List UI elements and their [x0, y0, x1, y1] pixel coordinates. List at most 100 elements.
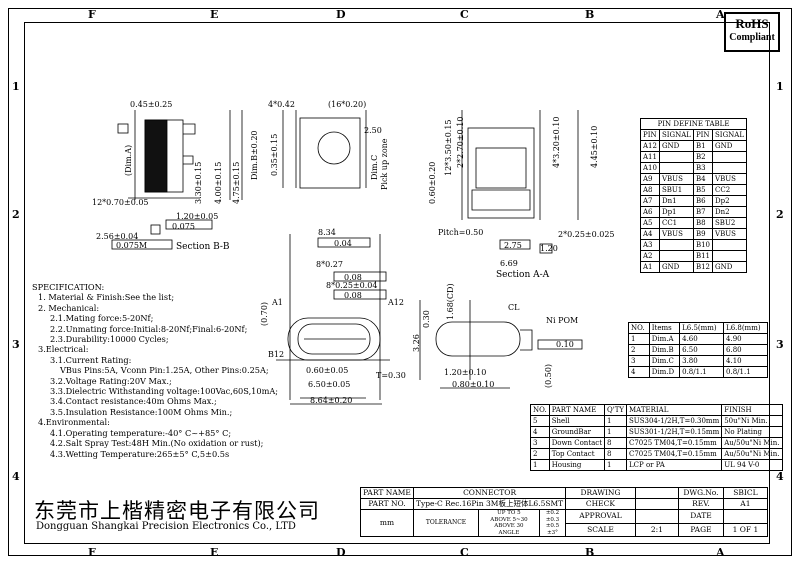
dim-row-cell: Dim.D	[648, 366, 681, 378]
unit-value: mm	[360, 509, 414, 537]
pin-label: B12	[268, 350, 285, 359]
part-row-cell: Top Contact	[548, 448, 606, 460]
dim-label: 2.56±0.04	[96, 232, 139, 241]
dim-label: 1.20±0.05	[176, 212, 219, 221]
dim-label: 1.68(CD)	[446, 283, 455, 320]
dim-label: 0.075	[172, 222, 195, 231]
part-row-cell: GroundBar	[548, 426, 606, 438]
dim-row-cell: 6.80	[723, 344, 768, 356]
pin-row-cell: GND	[658, 261, 694, 273]
part-row-cell: 2	[530, 448, 550, 460]
dim-label: Pick up zone	[380, 138, 389, 190]
part-row-cell: No Plating	[721, 426, 783, 438]
part-row-cell: 50u"Ni Min.	[721, 415, 783, 427]
pin-row-cell	[712, 162, 747, 174]
pin-row-cell: B4	[692, 173, 714, 185]
spec-line: 2.2.Unmating force:Initial:8-20Nf;Final:…	[50, 323, 248, 334]
dim-row-cell: 4.90	[723, 333, 768, 345]
dim-label: 0.075M	[116, 241, 148, 250]
spec-line: 2. Mechanical:	[38, 302, 100, 313]
col-label: B	[585, 8, 595, 21]
part-row-cell: 1	[604, 415, 627, 427]
pin-row-cell: A11	[640, 151, 660, 163]
pin-row-cell: SBU1	[658, 184, 694, 196]
dim-row-cell: 3	[628, 355, 650, 367]
dim-label: 12*0.70±0.05	[92, 198, 149, 207]
date-label: DATE	[678, 509, 724, 524]
pin-row-cell: A5	[640, 217, 660, 229]
dim-label: 3.30±0.15	[194, 161, 203, 204]
dim-label: 2.75	[504, 241, 522, 250]
row-label-right: 3	[776, 338, 784, 351]
section-label: Section A-A	[496, 270, 550, 280]
pin-row-cell: A1	[640, 261, 660, 273]
part-row-cell: 3	[530, 437, 550, 449]
dim-label: 3.26	[412, 334, 421, 352]
dim-label: 6.69	[500, 259, 518, 268]
page-value: 1 OF 1	[722, 522, 769, 537]
dim-table-header: NO.	[628, 322, 650, 334]
col-label-bottom: D	[336, 546, 346, 559]
check-label: CHECK	[565, 498, 636, 510]
spec-line: SPECIFICATION:	[32, 282, 105, 292]
pin-table-header: PIN	[640, 129, 660, 141]
dim-label: (16*0.20)	[328, 100, 367, 109]
section-label: Section B-B	[176, 242, 230, 252]
col-label: C	[460, 8, 469, 21]
dim-label: 0.08	[344, 291, 362, 300]
spec-line: 2.1.Mating force:5-20Nf;	[50, 313, 154, 324]
dim-label: 12*3.50±0.15	[444, 119, 453, 176]
pin-row-cell: A6	[640, 206, 660, 218]
dim-label: 8.64±0.20	[310, 396, 353, 405]
pin-row-cell	[712, 250, 747, 262]
scale-label: SCALE	[565, 522, 636, 537]
pin-row-cell: B12	[692, 261, 714, 273]
scale-value: 2:1	[634, 522, 680, 537]
dim-row-cell: 0.8/1.1	[723, 366, 768, 378]
pin-row-cell: B1	[692, 140, 714, 152]
parts-table-header: NO.	[530, 404, 550, 416]
row-label: 1	[12, 80, 20, 93]
dwg-no-label: DWG.No.	[678, 487, 724, 499]
dim-label: 6.50±0.05	[308, 380, 351, 389]
dim-label: 1.20±0.10	[444, 368, 487, 377]
dim-label: Dim.C	[370, 154, 379, 180]
pin-row-cell: A10	[640, 162, 660, 174]
spec-line: 3.4.Contact resistance:40m Ohms Max.;	[50, 396, 217, 407]
side-view-body	[299, 117, 361, 189]
pin-row-cell: VBUS	[712, 173, 747, 185]
pin-row-cell: GND	[712, 140, 747, 152]
pin-row-cell: CC2	[712, 184, 747, 196]
col-label-bottom: A	[716, 546, 725, 559]
parts-table-header: FINISH	[721, 404, 783, 416]
dim-table-header: L6.8(mm)	[723, 322, 768, 334]
dim-label: 0.10	[556, 340, 574, 349]
pin-row-cell: GND	[658, 140, 694, 152]
dim-label: 8*0.27	[316, 260, 343, 269]
dim-label: 8.34	[318, 228, 336, 237]
dim-label: CL	[508, 303, 520, 312]
part-row-cell: 4	[530, 426, 550, 438]
dim-label: 4.00±0.15	[214, 161, 223, 204]
pin-define-table: PIN DEFINE TABLE PIN SIGNAL PIN SIGNAL A…	[640, 118, 747, 273]
pin-row-cell: A7	[640, 195, 660, 207]
col-label: F	[88, 8, 96, 21]
part-no-label: PART NO.	[360, 498, 414, 510]
part-row-cell: Down Contact	[548, 437, 606, 449]
dim-row-cell: 4.10	[723, 355, 768, 367]
dim-label: T=0.30	[376, 371, 406, 380]
dim-row-cell: 6.50	[679, 344, 725, 356]
pin-table-header: SIGNAL	[658, 129, 694, 141]
drawing-frame	[8, 8, 792, 556]
rev-label: REV.	[678, 498, 724, 510]
pin-row-cell: B8	[692, 217, 714, 229]
